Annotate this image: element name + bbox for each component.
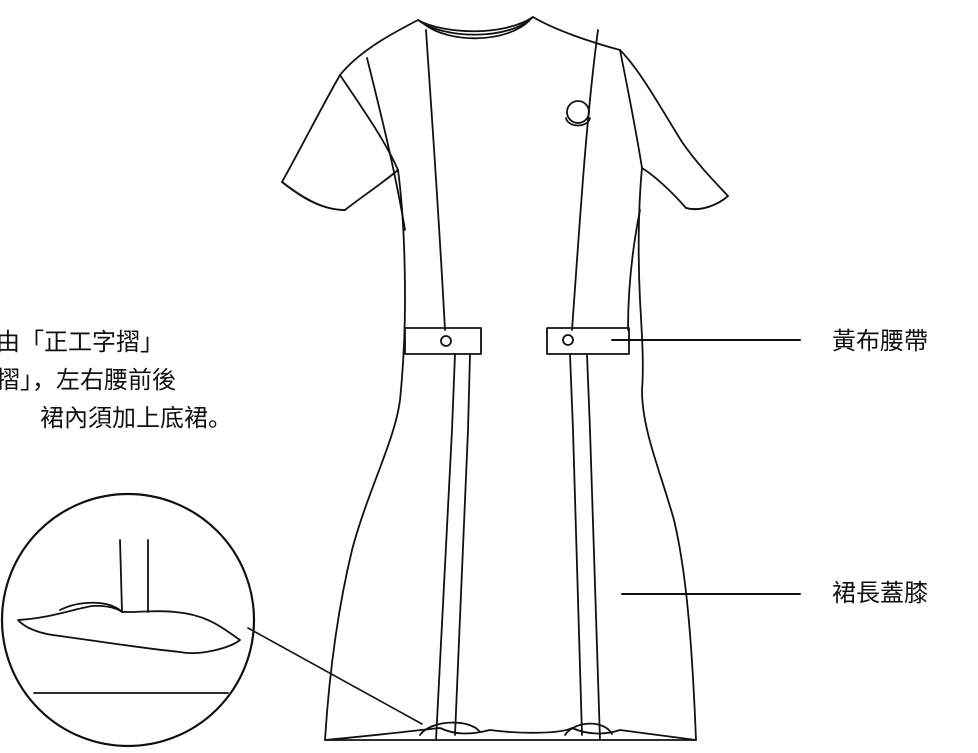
note-line-2: 摺」，左右腰前後	[0, 366, 176, 394]
neckline-inner	[423, 20, 530, 40]
bodice-button	[566, 100, 590, 124]
neckline	[417, 16, 534, 36]
left-belt-tab	[404, 327, 482, 355]
underskirt-left-bulge	[419, 721, 481, 736]
left-pleat-outer	[435, 353, 456, 741]
left-belt-button	[440, 335, 452, 347]
belt-label: 黃布腰帶	[832, 327, 928, 355]
right-pleat-outer	[569, 353, 583, 736]
detail-magnifier-circle	[0, 492, 256, 748]
right-princess-seam-outer	[627, 209, 641, 331]
hem-line	[324, 727, 697, 741]
right-sleeve-hem	[685, 195, 729, 210]
right-belt-button	[562, 334, 574, 346]
detail-pleat-left	[119, 539, 123, 613]
skirt-length-label: 裙長蓋膝	[832, 579, 928, 607]
right-princess-seam	[571, 29, 599, 331]
left-sleeve-hem	[281, 181, 346, 211]
left-princess-seam-outer	[366, 57, 406, 231]
left-pleat-inner	[454, 353, 471, 736]
left-sleeve-seam	[339, 74, 399, 171]
detail-leader-line	[247, 627, 423, 725]
detail-underskirt-bulge	[17, 605, 241, 654]
bodice-button-shadow	[565, 117, 591, 127]
right-sleeve-seam	[619, 49, 643, 169]
underskirt-right-bulge	[564, 722, 613, 736]
detail-underskirt-top	[59, 601, 123, 613]
dress-outline	[281, 16, 729, 741]
note-line-3: 裙內須加上底裙。	[40, 404, 232, 432]
right-pleat-inner	[586, 353, 601, 741]
note-line-1: 由「正工字摺」	[0, 328, 164, 356]
left-princess-seam	[425, 29, 446, 331]
